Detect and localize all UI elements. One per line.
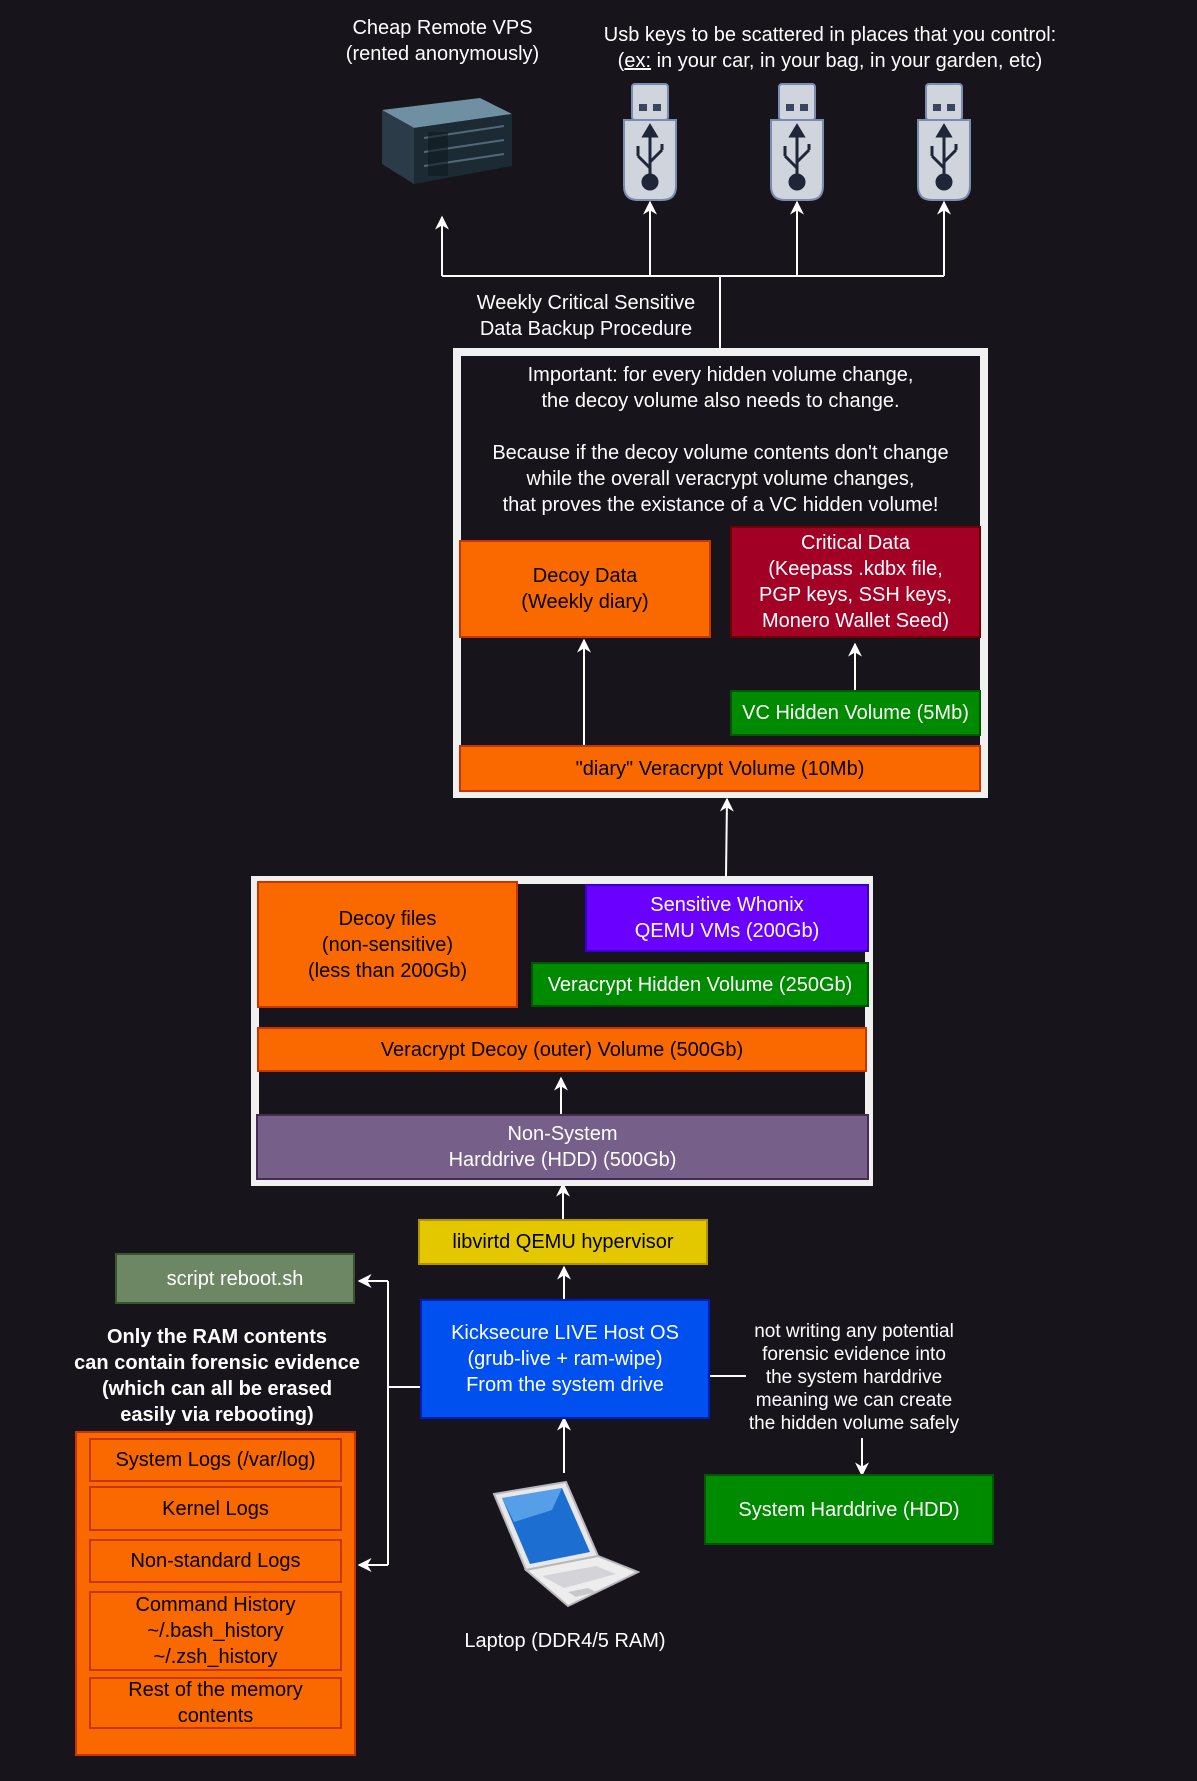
usb-keys-label-line1: Usb keys to be scattered in places that … bbox=[603, 24, 1057, 46]
usb-key-icon bbox=[770, 83, 824, 201]
usb-keys-label-ex: ex: bbox=[624, 50, 652, 72]
usb-key-icon bbox=[623, 83, 677, 201]
laptop-icon bbox=[492, 1480, 640, 1608]
usb-keys-label: Usb keys to be scattered in places that … bbox=[603, 24, 1057, 72]
whonix-vms-box: Sensitive Whonix QEMU VMs (200Gb) bbox=[585, 884, 869, 952]
decoy-data-box: Decoy Data (Weekly diary) bbox=[459, 540, 711, 638]
diary-volume-box: "diary" Veracrypt Volume (10Mb) bbox=[459, 745, 981, 792]
ram-item-system-logs: System Logs (/var/log) bbox=[89, 1438, 342, 1482]
ram-item-rest-of-memory: Rest of the memory contents bbox=[89, 1677, 342, 1729]
critical-data-box: Critical Data (Keepass .kdbx file, PGP k… bbox=[730, 526, 981, 638]
usb-key-icon bbox=[917, 83, 971, 201]
not-writing-note: not writing any potential forensic evide… bbox=[748, 1321, 960, 1434]
decoy-change-note: Important: for every hidden volume chang… bbox=[492, 364, 949, 516]
server-icon bbox=[382, 98, 512, 184]
ram-item-command-history: Command History ~/.bash_history ~/.zsh_h… bbox=[89, 1591, 342, 1671]
hypervisor-box: libvirtd QEMU hypervisor bbox=[418, 1219, 708, 1265]
backup-procedure-label: Weekly Critical Sensitive Data Backup Pr… bbox=[476, 292, 696, 340]
veracrypt-outer-volume-box: Veracrypt Decoy (outer) Volume (500Gb) bbox=[257, 1027, 867, 1072]
usb-keys-label-rest: in your car, in your bag, in your garden… bbox=[651, 50, 1043, 72]
host-os-box: Kicksecure LIVE Host OS (grub-live + ram… bbox=[420, 1299, 710, 1419]
ram-item-kernel-logs: Kernel Logs bbox=[89, 1486, 342, 1531]
script-reboot-box: script reboot.sh bbox=[115, 1253, 355, 1304]
diary-frame bbox=[453, 348, 988, 798]
ram-item-non-standard-logs: Non-standard Logs bbox=[89, 1539, 342, 1583]
decoy-files-box: Decoy files (non-sensitive) (less than 2… bbox=[257, 881, 518, 1008]
system-hdd-box: System Harddrive (HDD) bbox=[704, 1474, 994, 1545]
hdd-frame bbox=[251, 876, 873, 1186]
laptop-label: Laptop (DDR4/5 RAM) bbox=[464, 1630, 666, 1652]
veracrypt-hidden-volume-box: Veracrypt Hidden Volume (250Gb) bbox=[531, 962, 869, 1007]
vps-label: Cheap Remote VPS (rented anonymously) bbox=[345, 17, 540, 65]
non-system-hdd-box: Non-System Harddrive (HDD) (500Gb) bbox=[256, 1114, 869, 1180]
vc-hidden-volume-box: VC Hidden Volume (5Mb) bbox=[730, 690, 981, 736]
ram-note: Only the RAM contents can contain forens… bbox=[74, 1326, 360, 1426]
